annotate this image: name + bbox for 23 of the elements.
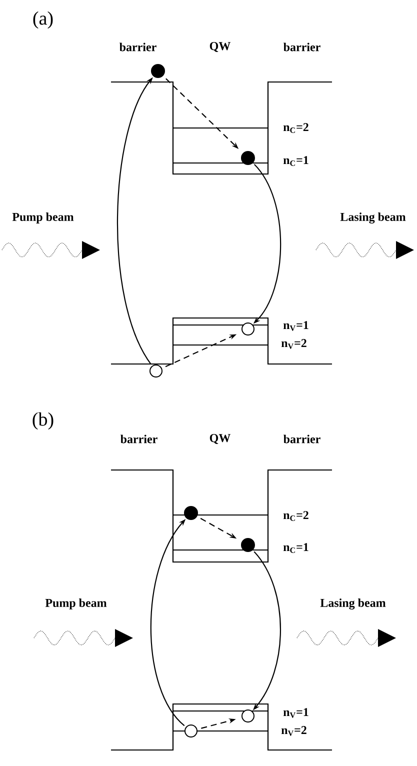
beam-label: Lasing beam	[340, 212, 406, 224]
region-label: barrier	[284, 434, 320, 444]
filled-dot	[151, 64, 165, 78]
region-label: QW	[210, 42, 230, 52]
level-label: n$_{V}$=2	[281, 339, 306, 349]
filled-dot	[241, 151, 255, 165]
filled-dot	[241, 538, 255, 552]
hollow-circle	[242, 322, 254, 336]
panel-label: (b)	[32, 412, 54, 430]
region-label: QW	[210, 434, 230, 444]
hollow-circle	[184, 724, 198, 738]
hollow-circle	[150, 364, 162, 378]
level-label: n$_{C}$=1	[283, 156, 308, 166]
level-label: n$_{C}$=1	[283, 543, 308, 553]
filled-dot	[184, 506, 198, 520]
beam-label: Pump beam	[12, 212, 74, 224]
panel-label: (a)	[33, 11, 53, 29]
region-label: barrier	[284, 42, 320, 52]
region-label: barrier	[120, 434, 158, 444]
hollow-circle	[242, 710, 254, 722]
beam-label: Pump beam	[45, 598, 107, 610]
beam-label: Lasing beam	[320, 598, 386, 610]
level-label: n$_{V}$=2	[281, 726, 306, 736]
